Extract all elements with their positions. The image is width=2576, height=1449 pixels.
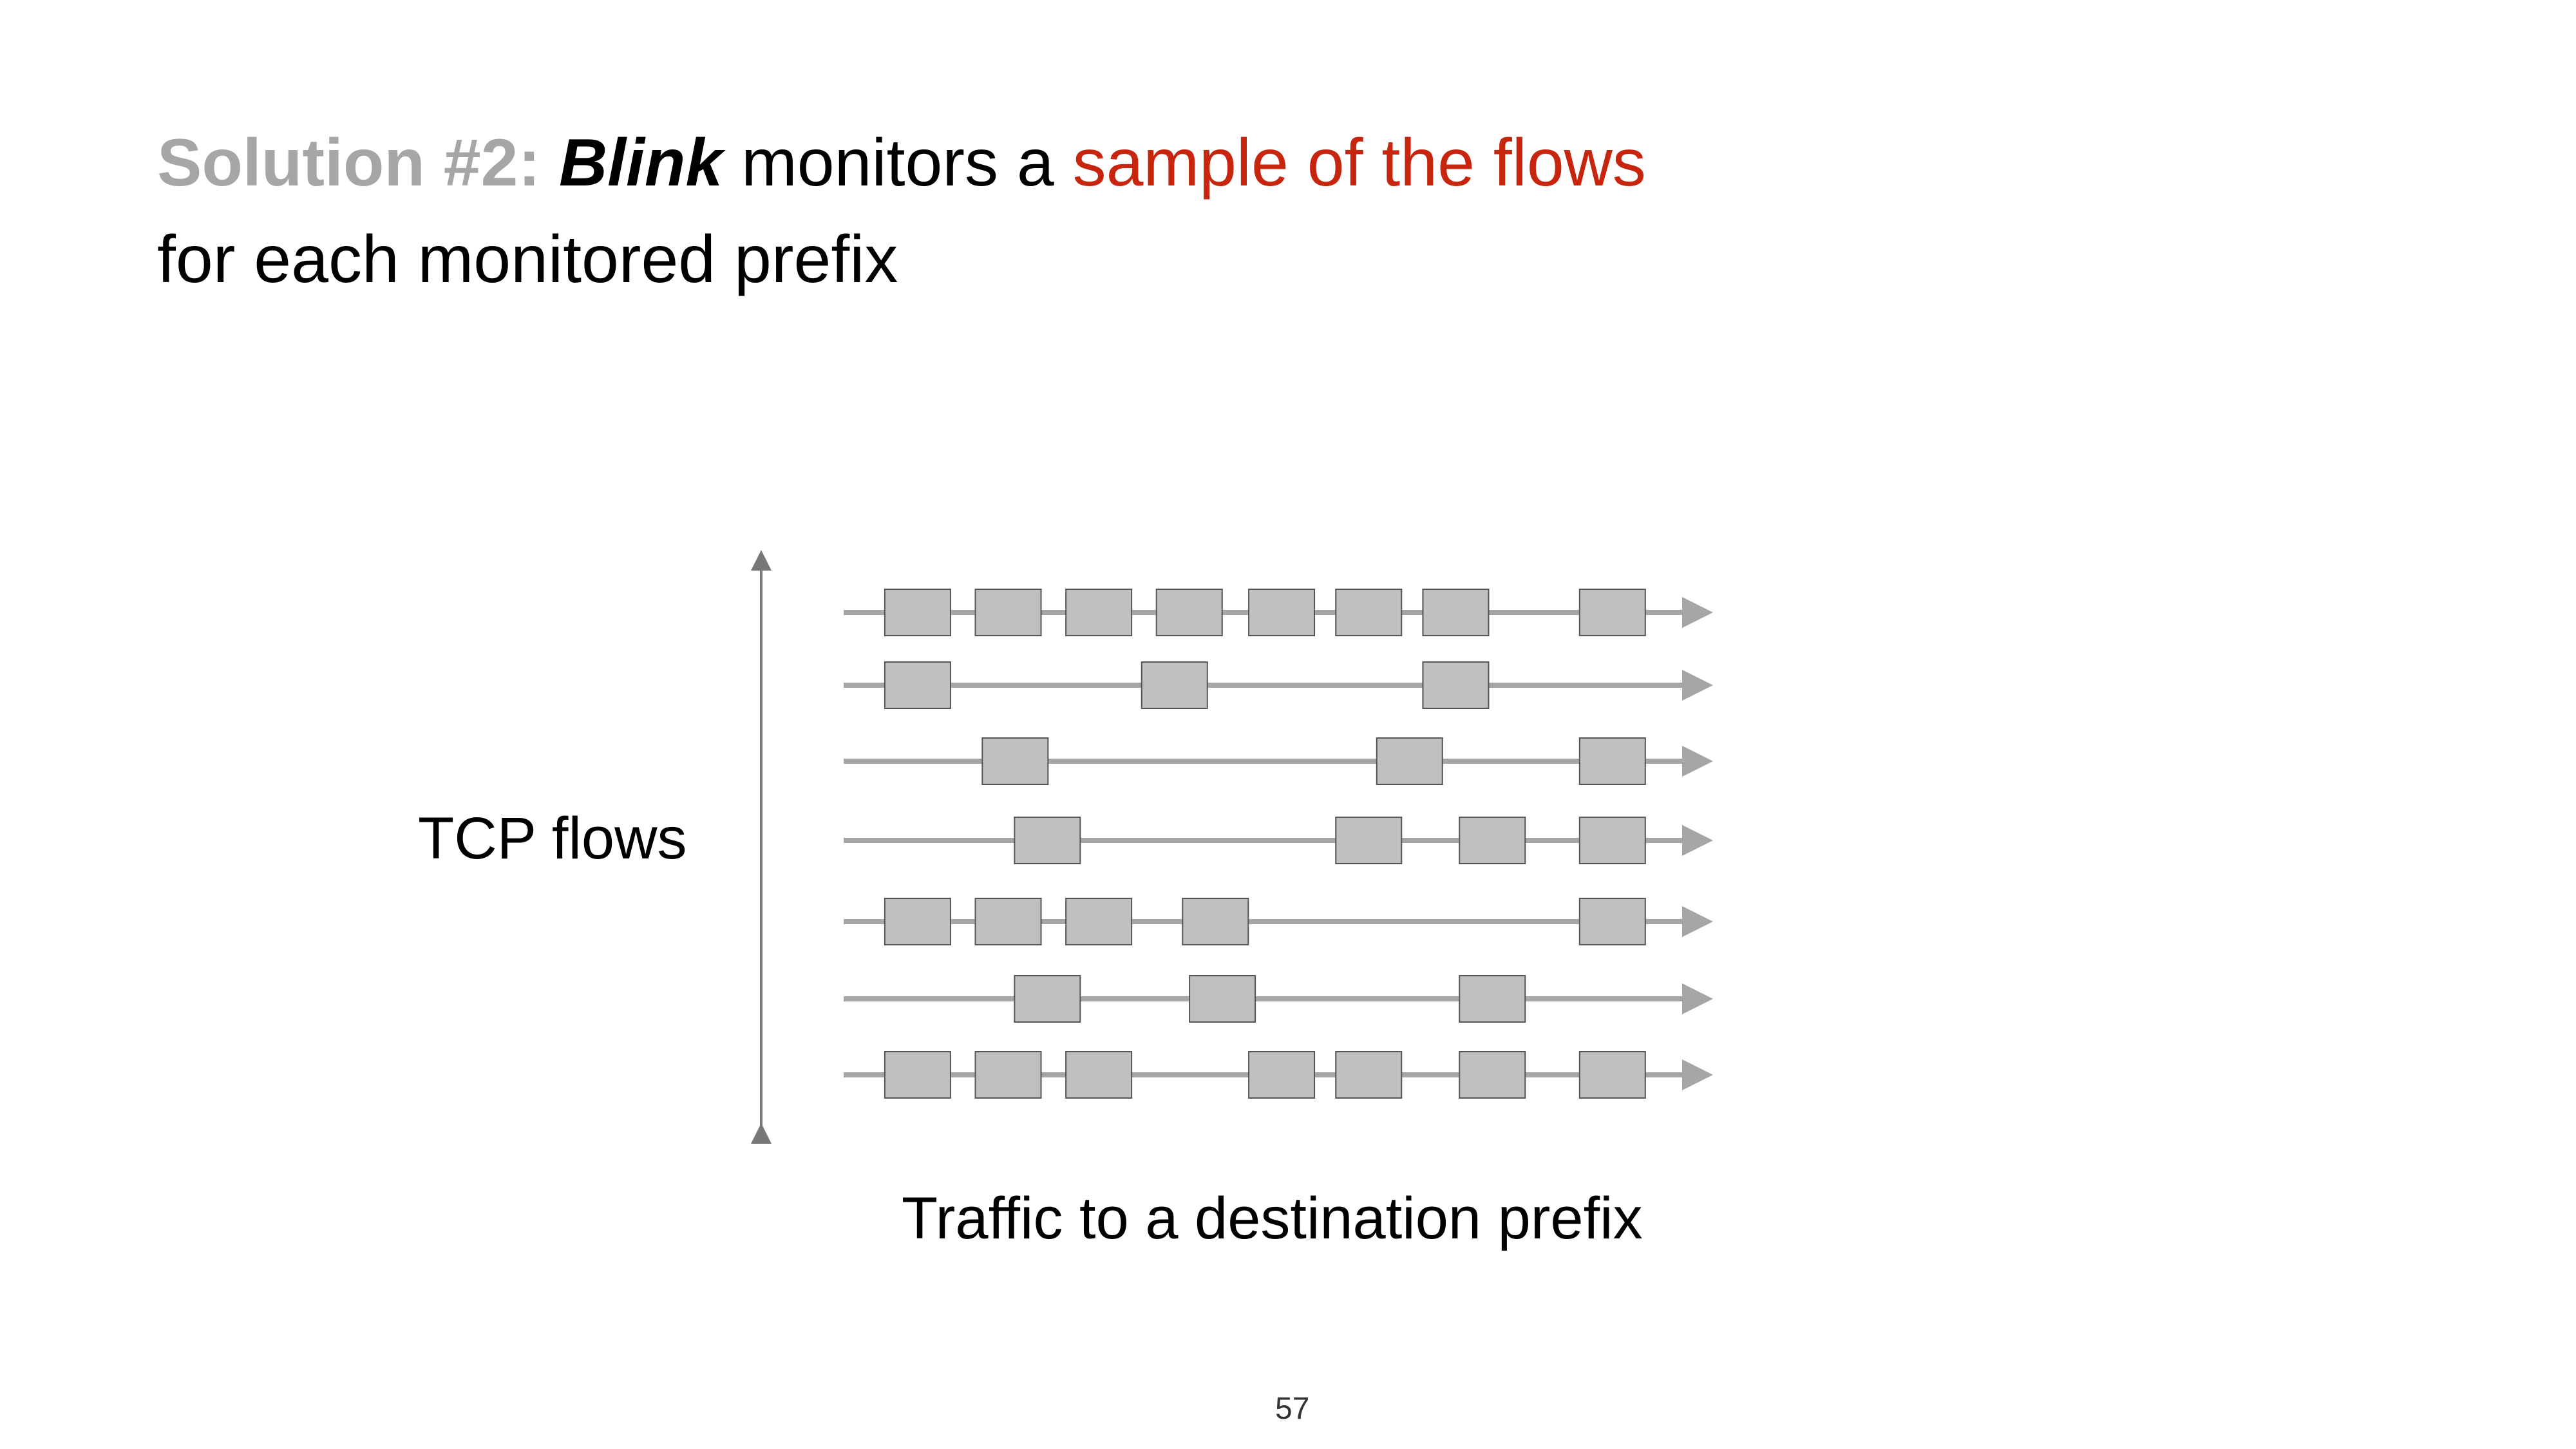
packet-box bbox=[1141, 661, 1208, 709]
packet-box bbox=[1155, 589, 1223, 636]
packet-box bbox=[884, 1051, 951, 1099]
title-line-1: Solution #2: Blink monitors a sample of … bbox=[157, 115, 1646, 211]
x-axis-label: Traffic to a destination prefix bbox=[902, 1186, 1643, 1251]
packet-box bbox=[981, 737, 1049, 785]
y-axis-label: TCP flows bbox=[418, 806, 687, 871]
packet-box bbox=[1578, 1051, 1646, 1099]
packet-box bbox=[1014, 817, 1081, 864]
title-middle: monitors a bbox=[723, 126, 1073, 200]
packet-box bbox=[1422, 661, 1490, 709]
packet-box bbox=[1065, 898, 1133, 945]
packet-box bbox=[1014, 975, 1081, 1023]
title-line-2: for each monitored prefix bbox=[157, 222, 898, 297]
packet-box bbox=[1422, 589, 1490, 636]
packet-box bbox=[1578, 589, 1646, 636]
page-number: 57 bbox=[1275, 1392, 1310, 1426]
packet-box bbox=[1459, 1051, 1526, 1099]
packet-box bbox=[1335, 1051, 1403, 1099]
packet-box bbox=[1189, 975, 1256, 1023]
packet-box bbox=[1578, 737, 1646, 785]
packet-box bbox=[1376, 737, 1443, 785]
title-highlight: sample of the flows bbox=[1072, 126, 1646, 200]
packet-box bbox=[1248, 1051, 1316, 1099]
packet-box bbox=[1459, 975, 1526, 1023]
packet-box bbox=[1578, 898, 1646, 945]
title-name: Blink bbox=[559, 126, 723, 200]
packet-box bbox=[1335, 589, 1403, 636]
packet-box bbox=[1065, 1051, 1133, 1099]
packet-box bbox=[884, 898, 951, 945]
packet-box bbox=[1335, 817, 1403, 864]
packet-box bbox=[1459, 817, 1526, 864]
slide-title: Solution #2: Blink monitors a sample of … bbox=[157, 115, 1646, 308]
title-prefix: Solution #2: bbox=[157, 126, 541, 200]
packet-box bbox=[974, 898, 1042, 945]
packet-box bbox=[1182, 898, 1249, 945]
packet-box bbox=[884, 661, 951, 709]
packet-box bbox=[974, 1051, 1042, 1099]
packet-box bbox=[1248, 589, 1316, 636]
packet-box bbox=[884, 589, 951, 636]
packet-box bbox=[974, 589, 1042, 636]
packet-box bbox=[1065, 589, 1133, 636]
packet-box bbox=[1578, 817, 1646, 864]
